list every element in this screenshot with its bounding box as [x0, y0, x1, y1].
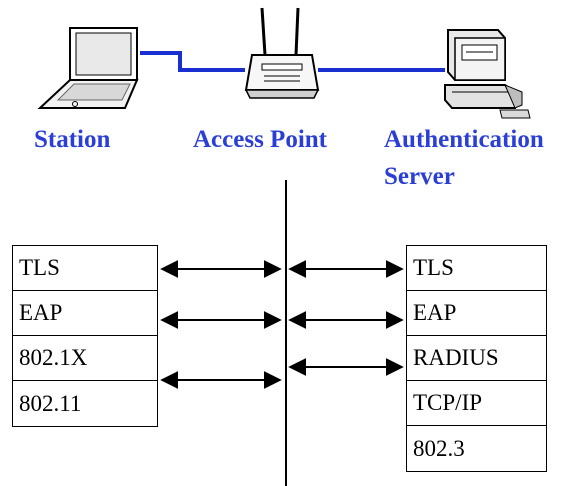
auth-server-label-line2: Server: [384, 163, 455, 190]
server-layer-tls: TLS: [407, 246, 546, 291]
server-layer-radius: RADIUS: [407, 336, 546, 381]
server-layer-eap: EAP: [407, 291, 546, 336]
station-ap-link: [140, 51, 245, 72]
auth-server-label-line1: Authentication: [384, 126, 544, 153]
server-layer-8023: 802.3: [413, 435, 465, 461]
station-layer-8021x: 802.1X: [13, 336, 157, 381]
protocol-arrows: [160, 260, 404, 389]
server-protocol-stack: TLS EAP RADIUS TCP/IP 802.3: [406, 245, 547, 472]
server-computer-icon: [444, 29, 531, 119]
station-protocol-stack: TLS EAP 802.1X 802.11: [12, 245, 158, 427]
laptop-icon: [37, 27, 139, 109]
station-label: Station: [34, 126, 111, 153]
wireless-access-point-icon: [244, 7, 320, 99]
station-layer-80211: 802.11: [19, 390, 82, 416]
station-layer-eap: EAP: [13, 291, 157, 336]
station-layer-tls: TLS: [13, 246, 157, 291]
server-layer-tcpip: TCP/IP: [407, 381, 546, 426]
access-point-label: Access Point: [193, 126, 327, 153]
